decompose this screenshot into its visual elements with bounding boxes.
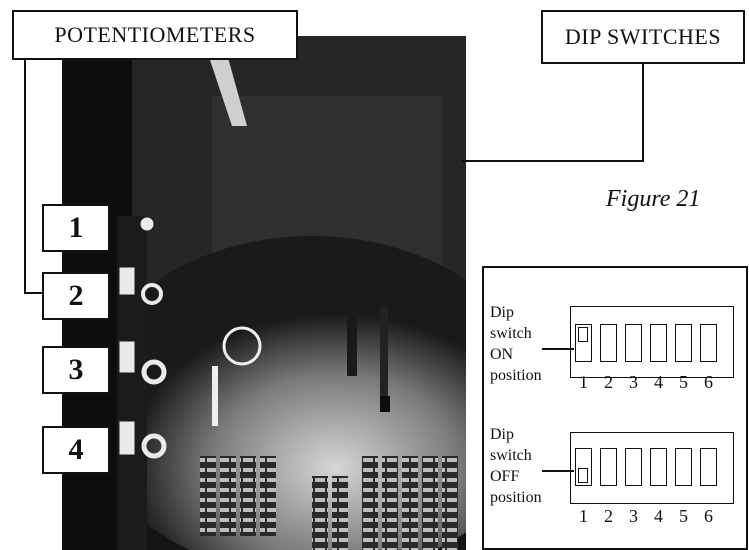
on-switch-number-5: 5 xyxy=(679,372,688,392)
dip-switch-on-frame xyxy=(570,306,734,378)
dip-switch-on-6 xyxy=(700,324,717,362)
potentiometer-number-2: 2 xyxy=(42,272,110,320)
on-label-line-3: ON xyxy=(490,346,514,363)
switch-knob xyxy=(578,468,588,483)
dip-switch-on-1 xyxy=(575,324,592,362)
off-label-line-3: OFF xyxy=(490,468,520,485)
potentiometers-connector-horizontal xyxy=(24,292,44,294)
potentiometers-label: POTENTIOMETERS xyxy=(12,10,298,60)
dip-switch-off-6 xyxy=(700,448,717,486)
off-switch-number-2: 2 xyxy=(604,506,613,526)
on-pointer-line xyxy=(542,348,574,350)
dip-switch-on-4 xyxy=(650,324,667,362)
figure-caption: Figure 21 xyxy=(606,186,701,212)
off-switch-number-4: 4 xyxy=(654,506,663,526)
dip-switch-off-4 xyxy=(650,448,667,486)
dip-switch-off-3 xyxy=(625,448,642,486)
off-pointer-line xyxy=(542,470,574,472)
switch-knob xyxy=(578,327,588,342)
off-switch-number-6: 6 xyxy=(704,506,713,526)
dip-switch-off-2 xyxy=(600,448,617,486)
on-label-line-2: switch xyxy=(490,325,532,342)
off-switch-number-1: 1 xyxy=(579,506,588,526)
on-position-label: Dip switch ON position xyxy=(490,302,542,386)
on-switch-number-3: 3 xyxy=(629,372,638,392)
on-label-line-4: position xyxy=(490,367,542,384)
on-switch-number-6: 6 xyxy=(704,372,713,392)
off-switch-number-3: 3 xyxy=(629,506,638,526)
dip-connector-horizontal xyxy=(462,160,644,162)
off-label-line-2: switch xyxy=(490,447,532,464)
circuit-board-photo xyxy=(62,36,466,550)
potentiometer-number-1: 1 xyxy=(42,204,110,252)
circuit-board-image xyxy=(62,36,466,550)
off-label-line-4: position xyxy=(490,489,542,506)
on-switch-number-4: 4 xyxy=(654,372,663,392)
on-switch-number-1: 1 xyxy=(579,372,588,392)
potentiometer-number-4: 4 xyxy=(42,426,110,474)
dip-switch-inset: Dip switch ON position 1 2 3 4 5 6 Dip s… xyxy=(482,266,748,550)
off-label-line-1: Dip xyxy=(490,426,514,443)
dip-switch-on-5 xyxy=(675,324,692,362)
off-switch-number-5: 5 xyxy=(679,506,688,526)
potentiometer-number-3: 3 xyxy=(42,346,110,394)
dip-switch-off-1 xyxy=(575,448,592,486)
dip-switch-off-frame xyxy=(570,432,734,504)
dip-switches-label: DIP SWITCHES xyxy=(541,10,745,64)
potentiometers-connector-vertical xyxy=(24,46,26,294)
on-label-line-1: Dip xyxy=(490,304,514,321)
dip-connector-vertical xyxy=(642,62,644,162)
dip-switch-off-5 xyxy=(675,448,692,486)
on-switch-number-2: 2 xyxy=(604,372,613,392)
off-position-label: Dip switch OFF position xyxy=(490,424,542,508)
dip-switch-on-2 xyxy=(600,324,617,362)
dip-switch-on-3 xyxy=(625,324,642,362)
